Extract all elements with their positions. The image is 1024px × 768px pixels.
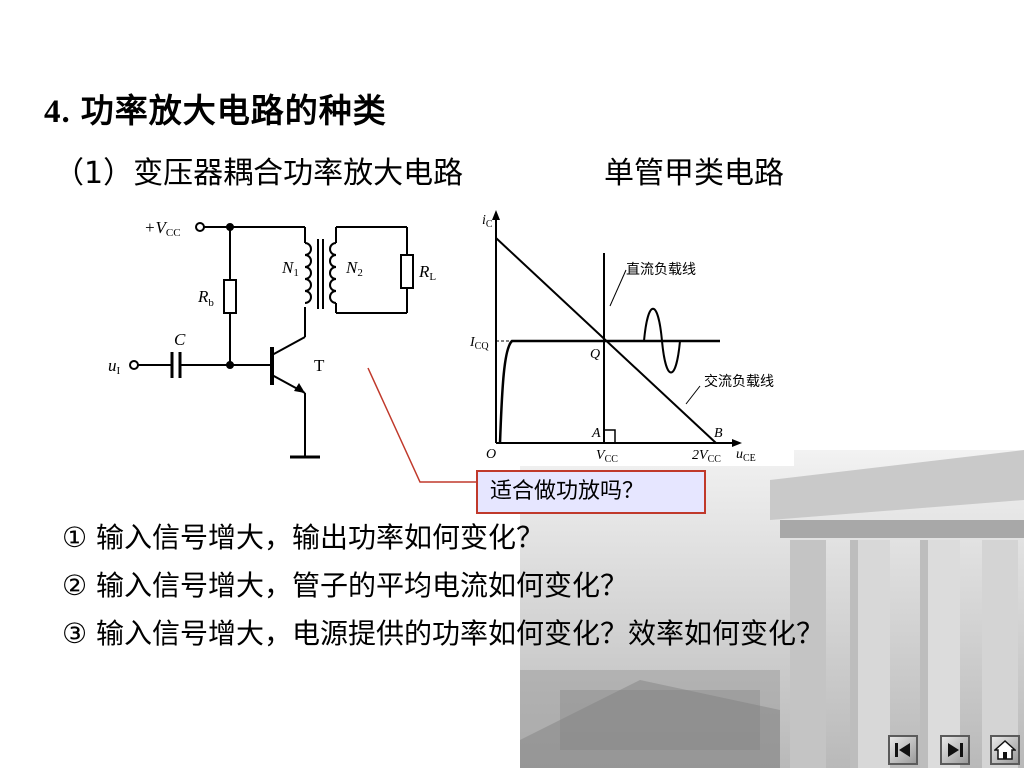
ac-load-line-label: 交流负载线 bbox=[704, 373, 774, 390]
home-button[interactable] bbox=[990, 735, 1020, 765]
first-slide-button[interactable] bbox=[888, 735, 918, 765]
question-1: ① 输入信号增大，输出功率如何变化？ bbox=[62, 521, 545, 554]
output-characteristic-curve bbox=[498, 339, 720, 444]
background-building-photo bbox=[520, 450, 1024, 768]
last-slide-button[interactable] bbox=[940, 735, 970, 765]
point-a-label: A bbox=[591, 426, 601, 441]
two-vcc-tick-label: 2VCC bbox=[692, 448, 721, 465]
primary-coil-n1 bbox=[304, 242, 312, 304]
ui-label: uI bbox=[108, 356, 121, 377]
output-signal-waveform bbox=[643, 307, 681, 374]
vcc-tick-label: VCC bbox=[596, 448, 618, 465]
point-b-label: B bbox=[714, 426, 723, 441]
resistor-rb bbox=[223, 279, 237, 314]
dc-load-line-label: 直流负载线 bbox=[626, 261, 696, 278]
c-label: C bbox=[174, 330, 186, 349]
callout-leader-line bbox=[367, 367, 476, 483]
question-2: ② 输入信号增大，管子的平均电流如何变化？ bbox=[62, 569, 629, 602]
transistor-label: T bbox=[314, 356, 325, 375]
secondary-coil-n2 bbox=[329, 242, 337, 304]
section-heading: 4.功率放大电路的种类 bbox=[44, 84, 387, 132]
icq-label: ICQ bbox=[469, 335, 489, 352]
home-icon bbox=[994, 739, 1016, 760]
rb-label: Rb bbox=[197, 287, 214, 309]
skip-to-start-icon bbox=[895, 743, 910, 757]
subheading-single-class-a: 单管甲类电路 bbox=[604, 156, 784, 191]
q-point-label: Q bbox=[590, 347, 600, 362]
subheading-circuit-type: （1）变压器耦合功率放大电路 bbox=[54, 156, 464, 191]
section-title: 功率放大电路的种类 bbox=[80, 91, 387, 130]
x-axis-label: uCE bbox=[736, 447, 756, 464]
callout-question-box: 适合做功放吗？ bbox=[476, 470, 706, 514]
question-3: ③ 输入信号增大，电源提供的功率如何变化？效率如何变化？ bbox=[62, 617, 825, 650]
skip-to-end-icon bbox=[948, 743, 963, 757]
vcc-terminal bbox=[195, 222, 205, 232]
load-line-graph: iC uCE O ICQ Q A B VCC 2VCC 直流负载线 交流负载线 bbox=[468, 208, 794, 466]
n1-label: N1 bbox=[281, 258, 299, 279]
section-number: 4. bbox=[44, 94, 71, 130]
transformer-coupled-amplifier-circuit: +VCC Rb C uI N1 N2 RL T bbox=[108, 218, 436, 459]
vcc-label: +VCC bbox=[144, 218, 181, 239]
n2-label: N2 bbox=[345, 258, 363, 279]
input-terminal bbox=[129, 360, 139, 370]
rl-label: RL bbox=[418, 262, 436, 283]
origin-label: O bbox=[486, 447, 496, 462]
y-axis-label: iC bbox=[482, 213, 493, 230]
resistor-rl bbox=[400, 254, 414, 289]
